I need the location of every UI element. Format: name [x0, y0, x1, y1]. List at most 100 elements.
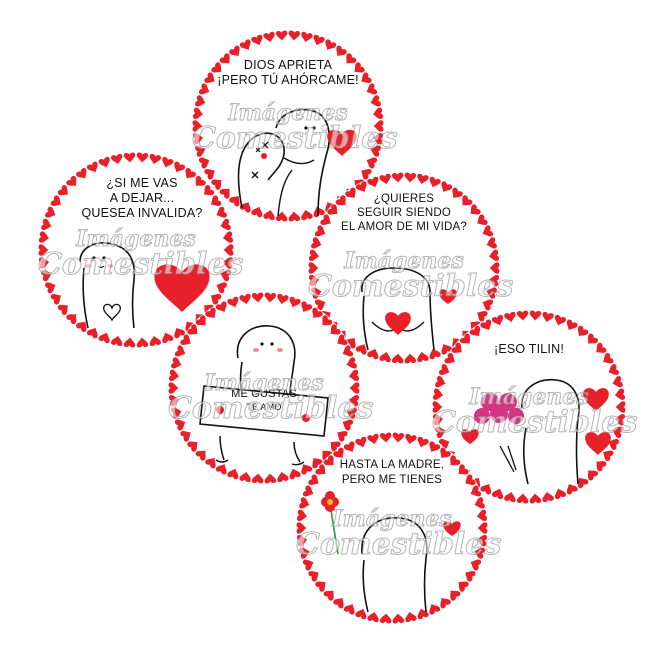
- border-heart-icon: [315, 581, 326, 592]
- caption-line: TE AMO: [246, 402, 282, 412]
- border-heart-icon: [491, 314, 504, 326]
- border-heart-icon: [41, 270, 52, 282]
- border-heart-icon: [192, 132, 204, 145]
- border-heart-icon: [308, 570, 319, 582]
- border-heart-icon: [348, 394, 360, 407]
- border-heart-icon: [195, 315, 206, 326]
- border-heart-icon: [608, 364, 620, 376]
- border-heart-icon: [192, 120, 203, 132]
- border-heart-icon: [38, 257, 50, 269]
- border-heart-icon: [612, 426, 623, 438]
- border-heart-icon: [205, 457, 216, 469]
- border-heart-icon: [588, 333, 599, 344]
- border-heart-icon: [355, 343, 367, 355]
- border-heart-icon: [480, 483, 492, 495]
- border-heart-icon: [162, 156, 174, 168]
- border-heart-icon: [277, 471, 289, 483]
- border-heart-icon: [458, 581, 469, 592]
- border-heart-icon: [210, 294, 222, 305]
- border-heart-icon: [227, 468, 239, 480]
- border-heart-icon: [204, 72, 215, 84]
- border-heart-icon: [239, 39, 251, 51]
- border-heart-icon: [486, 237, 497, 249]
- border-heart-icon: [98, 156, 110, 168]
- sticker-caption: ¡ESO TILIN!: [432, 342, 626, 357]
- border-heart-icon: [322, 315, 333, 326]
- border-heart-icon: [222, 231, 234, 243]
- border-heart-icon: [149, 153, 161, 165]
- flork-heart-drawing: [79, 242, 210, 329]
- border-heart-icon: [491, 488, 504, 500]
- border-heart-icon: [330, 324, 341, 335]
- heart-border-ring: [168, 292, 360, 484]
- border-heart-icon: [529, 493, 542, 504]
- border-heart-icon: [251, 206, 263, 218]
- border-heart-icon: [554, 314, 567, 326]
- border-heart-icon: [379, 432, 392, 443]
- border-heart-icon: [482, 225, 494, 237]
- border-heart-icon: [417, 608, 429, 620]
- caption-line: ¡ESO TILIN!: [493, 342, 565, 356]
- border-heart-icon: [438, 364, 450, 376]
- caption-line: EL AMOR DE MI VIDA?: [340, 221, 468, 233]
- border-heart-icon: [349, 382, 360, 394]
- border-heart-icon: [346, 407, 357, 419]
- border-heart-icon: [296, 509, 308, 522]
- border-heart-icon: [38, 244, 49, 256]
- border-heart-icon: [50, 294, 62, 305]
- border-heart-icon: [211, 179, 222, 190]
- border-heart-icon: [296, 534, 308, 547]
- border-heart-icon: [440, 597, 451, 609]
- border-heart-icon: [429, 176, 441, 188]
- sticker-caption: HASTA LA MADRE, PERO ME TIENES: [296, 458, 488, 488]
- caption-line: ¡PERO TÚ AHÓRCAME!: [217, 73, 359, 87]
- border-heart-icon: [405, 433, 417, 445]
- border-heart-icon: [477, 522, 488, 534]
- border-heart-icon: [346, 357, 357, 369]
- border-heart-icon: [441, 181, 453, 193]
- caption-line: ¿SI ME VAS: [106, 176, 178, 190]
- border-heart-icon: [168, 369, 180, 382]
- sticker-caption: DIOS APRIETA ¡PERO TÚ AHÓRCAME!: [192, 58, 384, 88]
- border-heart-icon: [577, 477, 589, 489]
- border-heart-icon: [542, 491, 554, 503]
- border-heart-icon: [308, 474, 319, 486]
- border-heart-icon: [470, 485, 482, 497]
- border-heart-icon: [529, 310, 542, 321]
- flork-sign-drawing: [199, 325, 329, 466]
- border-heart-icon: [554, 488, 567, 500]
- sticker-hasta-la-madre: HASTA LA MADRE, PERO ME TIENES Imágenes …: [296, 432, 502, 624]
- border-heart-icon: [301, 31, 313, 43]
- border-heart-icon: [220, 218, 231, 230]
- border-heart-icon: [229, 195, 240, 207]
- flork-holding-heart-drawing: [361, 267, 457, 351]
- caption-line: A DEJAR...: [109, 191, 175, 205]
- border-heart-icon: [391, 172, 404, 183]
- border-heart-icon: [474, 547, 485, 559]
- border-heart-icon: [171, 357, 182, 369]
- border-heart-icon: [220, 270, 231, 282]
- border-heart-icon: [251, 34, 263, 46]
- border-heart-icon: [337, 334, 348, 346]
- border-heart-icon: [486, 287, 497, 299]
- border-heart-icon: [264, 473, 277, 484]
- border-heart-icon: [57, 304, 69, 315]
- caption-line: PERO ME TIENES: [341, 474, 443, 486]
- border-heart-icon: [180, 430, 191, 442]
- border-heart-icon: [451, 342, 462, 353]
- border-heart-icon: [355, 181, 367, 193]
- border-heart-icon: [311, 287, 322, 299]
- border-heart-icon: [366, 83, 378, 95]
- border-heart-icon: [204, 168, 215, 180]
- border-heart-icon: [302, 559, 314, 571]
- border-heart-icon: [219, 188, 230, 199]
- caption-line: ¿QUIERES: [373, 193, 435, 205]
- border-heart-icon: [476, 509, 488, 522]
- border-heart-icon: [504, 491, 516, 503]
- border-heart-icon: [149, 335, 161, 347]
- border-heart-icon: [323, 590, 334, 601]
- border-heart-icon: [417, 173, 429, 185]
- border-heart-icon: [174, 419, 186, 431]
- border-heart-icon: [465, 570, 476, 582]
- sticker-caption: ¿QUIERES SEGUIR SIENDO EL AMOR DE MI VID…: [308, 192, 500, 234]
